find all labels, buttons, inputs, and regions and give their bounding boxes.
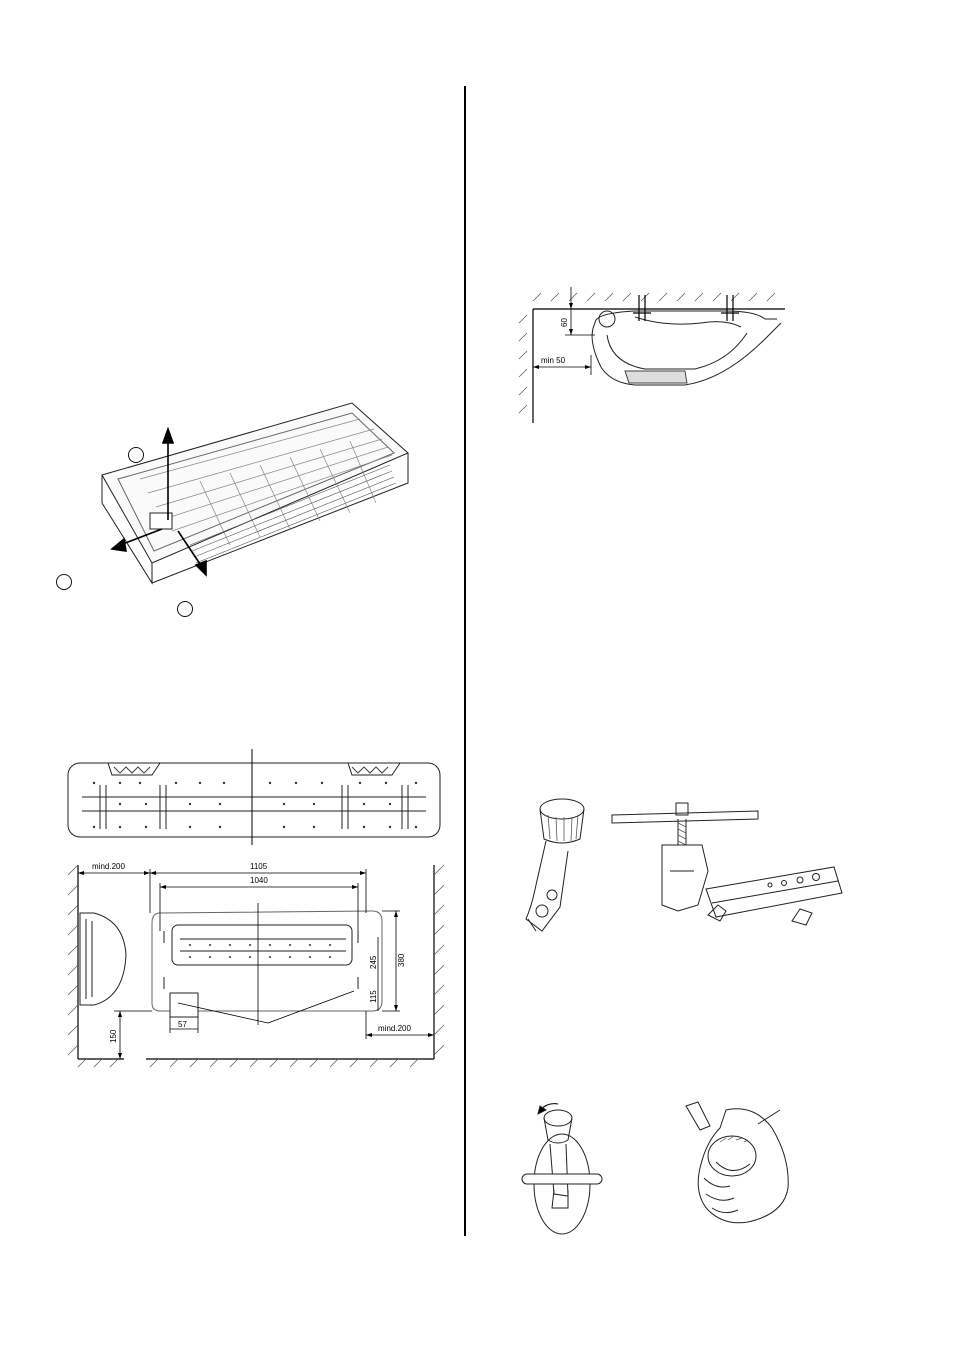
ceiling-clearance-figure: 60 min 50 bbox=[518, 287, 785, 423]
indoor-unit-piping-directions-figure bbox=[101, 402, 409, 585]
direction-marker-b bbox=[56, 574, 72, 590]
direction-marker-a bbox=[128, 447, 144, 463]
dim-clearance-right: mind.200 bbox=[378, 1024, 411, 1033]
dim-clearance-left: mind.200 bbox=[92, 862, 125, 871]
dim-ceiling-top: 60 bbox=[560, 318, 569, 327]
mounting-plate-wall-layout-figure: mind.200 1105 1040 380 245 115 57 150 mi… bbox=[67, 749, 445, 1068]
dim-floor-clearance: 150 bbox=[109, 1029, 118, 1043]
dim-height-lower: 115 bbox=[369, 990, 378, 1003]
dim-hole-offset: 57 bbox=[178, 1020, 187, 1029]
dim-width-outer: 1105 bbox=[250, 862, 268, 871]
dim-height-total: 380 bbox=[397, 953, 406, 967]
dim-height-upper: 245 bbox=[369, 955, 378, 969]
pipe-deburring-figure bbox=[685, 1101, 789, 1224]
direction-marker-c bbox=[177, 601, 193, 617]
pipe-tools-figure bbox=[525, 798, 843, 932]
dim-width-inner: 1040 bbox=[250, 876, 268, 885]
dim-wall-side: min 50 bbox=[541, 356, 566, 365]
pipe-cutting-figure bbox=[521, 1103, 603, 1235]
column-divider bbox=[464, 86, 466, 1236]
